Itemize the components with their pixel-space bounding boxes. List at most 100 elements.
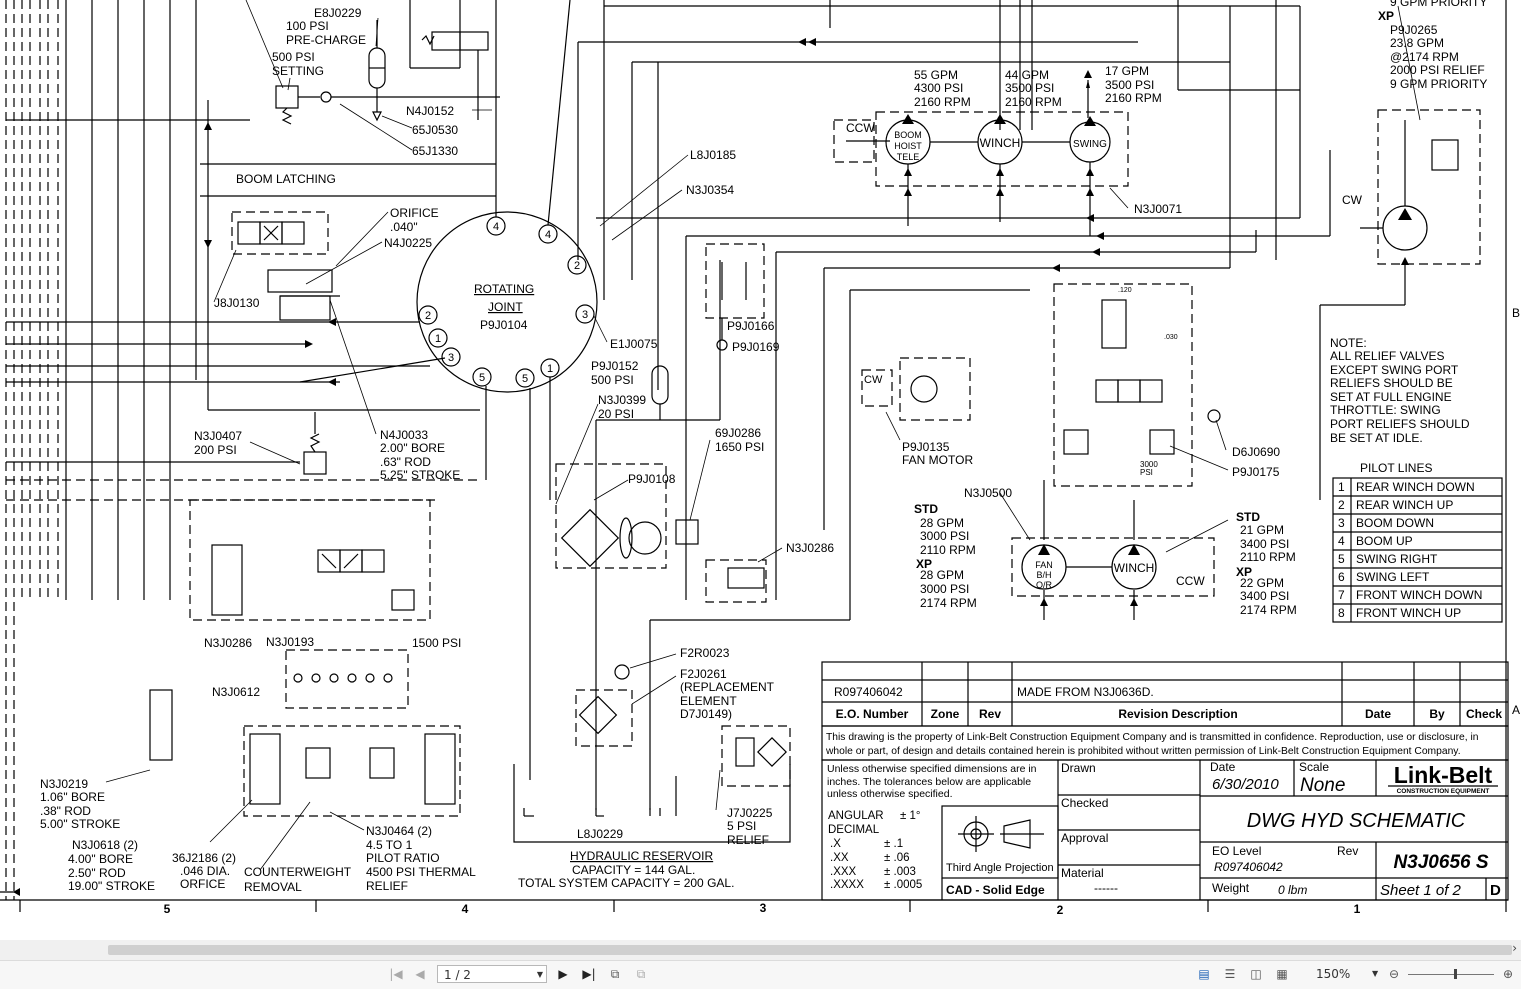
zoom-out-icon[interactable]: ⊖ bbox=[1388, 967, 1400, 981]
label-n3j0219-3: .38" ROD bbox=[40, 804, 91, 818]
label-p9j0108: P9J0108 bbox=[628, 472, 676, 486]
accumulator-p9j0152 bbox=[596, 260, 721, 421]
label-p9j0265-5: 9 GPM PRIORITY bbox=[1390, 77, 1487, 91]
fan-label-3: O/R bbox=[1036, 580, 1053, 590]
scroll-right-arrow-icon[interactable]: › bbox=[1512, 941, 1517, 955]
label-n3j0193: N3J0193 bbox=[266, 635, 314, 649]
material-value: ------ bbox=[1094, 881, 1118, 895]
pump2-line1: 44 GPM bbox=[1005, 68, 1049, 82]
label-n3j0399-1: N3J0399 bbox=[598, 393, 646, 407]
right-labels: 9 GPM PRIORITY XP P9J0265 23.8 GPM @2174… bbox=[864, 0, 1520, 717]
std-right-4: 2110 RPM bbox=[1240, 550, 1296, 564]
weight-value: 0 lbm bbox=[1278, 883, 1307, 897]
std-right-2: 21 GPM bbox=[1240, 523, 1284, 537]
continuous-view-icon[interactable]: ☰ bbox=[1224, 967, 1236, 981]
label-j7j0225-2: 5 PSI bbox=[727, 819, 756, 833]
horizontal-scrollbar[interactable]: › bbox=[0, 940, 1521, 960]
tol-angular-val: ± 1° bbox=[900, 810, 921, 822]
pump1-line1: 55 GPM bbox=[914, 68, 958, 82]
label-n3j0354: N3J0354 bbox=[686, 183, 734, 197]
label-n3j0464-1: N3J0464 (2) bbox=[366, 824, 432, 838]
pilot-row-num: 3 bbox=[1338, 516, 1345, 530]
previous-page-icon[interactable]: ◀ bbox=[415, 967, 425, 981]
last-page-icon[interactable]: ▶| bbox=[582, 967, 596, 981]
valve-block-right bbox=[1053, 283, 1221, 487]
note-7: PORT RELIEFS SHOULD bbox=[1330, 417, 1470, 431]
label-n3j0407-2: 200 PSI bbox=[194, 443, 237, 457]
label-f2j0261-1: F2J0261 bbox=[680, 667, 727, 681]
zoom-slider[interactable] bbox=[1408, 969, 1494, 979]
label-n3j0407-1: N3J0407 bbox=[194, 429, 242, 443]
xp-left-3: 3000 PSI bbox=[920, 582, 969, 596]
sheet-label: Sheet 1 of 2 bbox=[1380, 882, 1462, 899]
next-page-icon[interactable]: ▶ bbox=[558, 967, 568, 981]
two-page-continuous-view-icon[interactable]: ▦ bbox=[1276, 967, 1288, 981]
pump3-line1: 17 GPM bbox=[1105, 64, 1149, 78]
pilot-row-label: BOOM DOWN bbox=[1356, 516, 1434, 530]
rotate-page-icon[interactable]: ⧉ bbox=[610, 967, 620, 981]
revision-description-value: MADE FROM N3J0636D. bbox=[1017, 685, 1154, 699]
tolerance-note-2: inches. The tolerances below are applica… bbox=[827, 776, 1031, 788]
first-page-icon[interactable]: |◀ bbox=[389, 967, 403, 981]
rj-port: 3 bbox=[582, 309, 588, 321]
label-n3j0219-4: 5.00" STROKE bbox=[40, 817, 120, 831]
zoom-slider-knob[interactable] bbox=[1454, 969, 1457, 979]
label-e8j0229-1: E8J0229 bbox=[314, 6, 362, 20]
single-page-view-icon[interactable]: ▤ bbox=[1198, 967, 1210, 981]
fan-motor-p9j0135 bbox=[861, 357, 971, 421]
page-number-input[interactable]: 1 / 2 ▼ bbox=[437, 965, 547, 983]
label-cw-right: CW bbox=[1342, 193, 1363, 207]
rotating-joint-part: P9J0104 bbox=[480, 318, 528, 332]
check-valve-block-n3j0612 bbox=[285, 649, 409, 709]
label-n3j0618-3: 2.50" ROD bbox=[68, 866, 126, 880]
leader-lines bbox=[105, 0, 1421, 871]
label-n3j0219-2: 1.06" BORE bbox=[40, 790, 105, 804]
label-p9j0135-2: FAN MOTOR bbox=[902, 453, 973, 467]
zoom-dropdown-icon[interactable]: ▼ bbox=[1372, 969, 1379, 978]
tol-xxxx-val: ± .0005 bbox=[884, 879, 922, 891]
zone-3: 3 bbox=[760, 901, 767, 915]
label-counterweight-1: COUNTERWEIGHT bbox=[244, 865, 352, 879]
label-n3j0612: N3J0612 bbox=[212, 685, 260, 699]
xp-right-1: XP bbox=[1236, 565, 1252, 579]
two-page-view-icon[interactable]: ◫ bbox=[1250, 967, 1262, 981]
label-65j0530: 65J0530 bbox=[412, 123, 458, 137]
xp-right-4: 2174 RPM bbox=[1240, 603, 1297, 617]
rj-port: 1 bbox=[547, 363, 553, 375]
label-reservoir-3: TOTAL SYSTEM CAPACITY = 200 GAL. bbox=[518, 876, 734, 890]
label-69j0286-1: 69J0286 bbox=[715, 426, 761, 440]
std-left-3: 3000 PSI bbox=[920, 529, 969, 543]
rotating-joint bbox=[416, 0, 598, 780]
top-middle-lines bbox=[577, 0, 1301, 390]
rev-label: Rev bbox=[1337, 844, 1358, 858]
swing-top: SWING bbox=[1073, 139, 1107, 150]
label-p9j0175: P9J0175 bbox=[1232, 465, 1280, 479]
drawn-label: Drawn bbox=[1061, 761, 1096, 775]
label-n3j0618-4: 19.00" STROKE bbox=[68, 879, 155, 893]
page-dropdown-icon[interactable]: ▼ bbox=[536, 970, 543, 979]
label-n3j0464-4: 4500 PSI THERMAL bbox=[366, 865, 476, 879]
scrollbar-thumb[interactable] bbox=[108, 945, 1512, 955]
third-angle-projection-icon bbox=[958, 816, 1044, 852]
rj-port: 3 bbox=[448, 352, 454, 364]
priority-pump-p9j0265 bbox=[1360, 109, 1481, 265]
label-p9j0265-1: P9J0265 bbox=[1390, 23, 1438, 37]
label-n4j0033-3: .63" ROD bbox=[380, 455, 431, 469]
scale-label: Scale bbox=[1299, 760, 1329, 774]
zoom-in-icon[interactable]: ⊕ bbox=[1502, 967, 1514, 981]
left-bus-lines bbox=[0, 0, 496, 900]
tol-xxx-val: ± .003 bbox=[884, 866, 916, 878]
copy-page-icon[interactable]: ⧉ bbox=[636, 967, 646, 981]
zoom-level[interactable]: 150% bbox=[1316, 967, 1351, 981]
label-n3j0286-left: N3J0286 bbox=[204, 636, 252, 650]
eo-level-label: EO Level bbox=[1212, 844, 1261, 858]
solenoid-valve-top bbox=[409, 0, 489, 120]
tol-xxx: .XXX bbox=[830, 866, 857, 878]
cooler-p9j0108 bbox=[555, 463, 767, 603]
label-n3j0219-1: N3J0219 bbox=[40, 777, 88, 791]
pilot-row-num: 8 bbox=[1338, 606, 1345, 620]
note-6: THROTTLE: SWING bbox=[1330, 403, 1441, 417]
rj-port: 4 bbox=[493, 221, 499, 233]
label-36j2186-2: .046 DIA. bbox=[180, 864, 230, 878]
ccw-bottom: CCW bbox=[1176, 574, 1205, 588]
